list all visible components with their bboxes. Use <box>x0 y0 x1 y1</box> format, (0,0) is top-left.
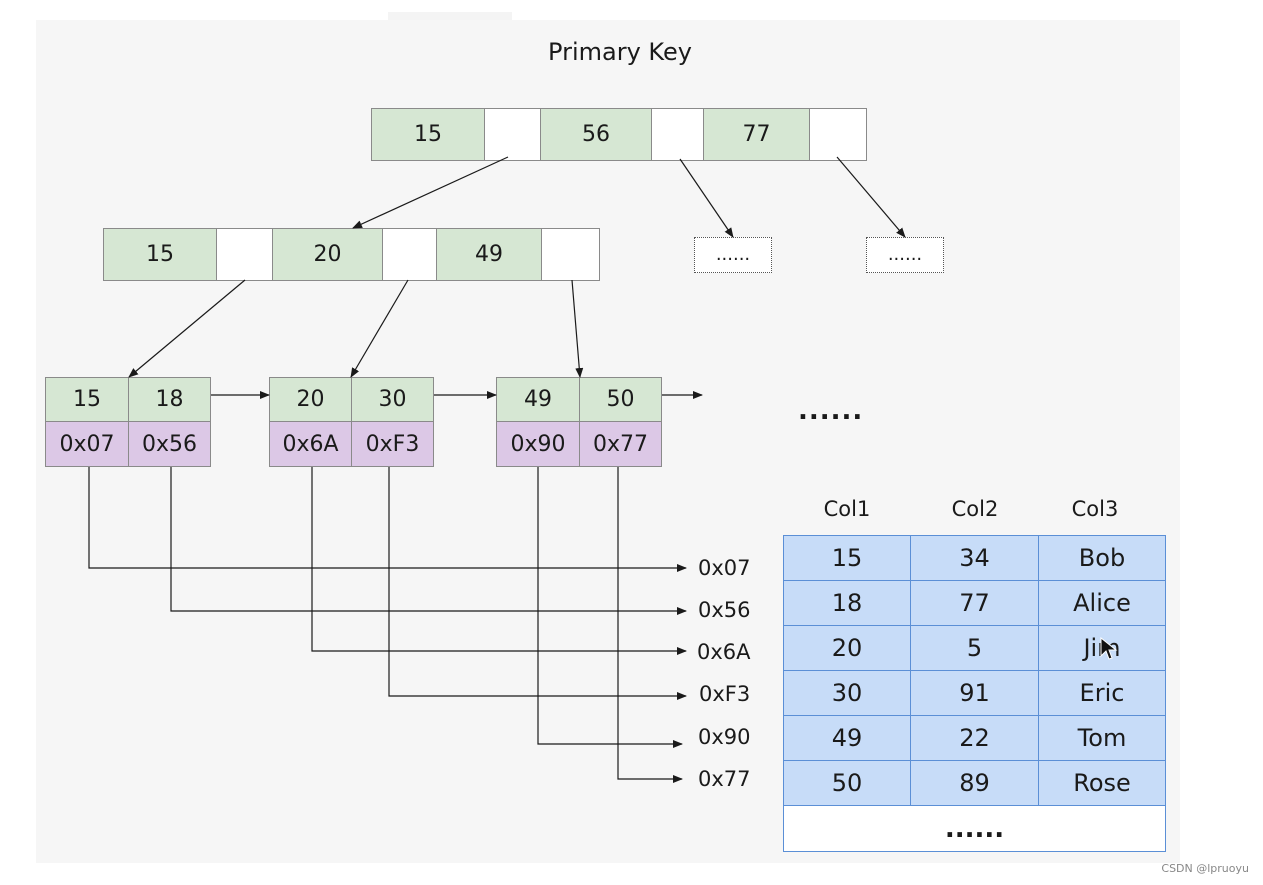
edge-internal-to-leaf-3 <box>571 279 584 378</box>
more-leaves-ellipsis: ...... <box>798 396 864 426</box>
top-strip <box>388 12 512 20</box>
address-label-0x90: 0x90 <box>698 725 751 749</box>
leaf-3-address-2: 0x77 <box>579 421 662 467</box>
edge-root-to-collapsed-1 <box>679 158 734 238</box>
address-label-0x56: 0x56 <box>698 598 751 622</box>
table-cell: 89 <box>910 760 1039 806</box>
collapsed-node-1: ...... <box>694 237 772 273</box>
column-header-col3: Col3 <box>1071 497 1119 521</box>
route-0x6A <box>311 467 687 655</box>
leaf-2-address-2: 0xF3 <box>351 421 434 467</box>
table-cell: 18 <box>783 580 911 626</box>
root-pointer-3 <box>809 108 867 161</box>
table-cell: 77 <box>910 580 1039 626</box>
table-cell: 34 <box>910 535 1039 581</box>
internal-pointer-3 <box>541 228 600 281</box>
route-0x07 <box>88 467 687 572</box>
table-cell: Alice <box>1038 580 1166 626</box>
internal-key-2: 20 <box>272 228 383 281</box>
table-footer-ellipsis: ...... <box>783 805 1166 852</box>
table-cell: Tom <box>1038 715 1166 761</box>
table-cell: Eric <box>1038 670 1166 716</box>
leaf-1-address-1: 0x07 <box>45 421 129 467</box>
address-label-0x6A: 0x6A <box>697 640 751 664</box>
root-pointer-1 <box>484 108 541 161</box>
table-cell: 5 <box>910 625 1039 671</box>
root-key-3: 77 <box>703 108 810 161</box>
address-label-0x77: 0x77 <box>698 767 751 791</box>
leaf-2-key-2: 30 <box>351 377 434 422</box>
diagram-title: Primary Key <box>548 38 692 66</box>
root-key-1: 15 <box>371 108 485 161</box>
leaf-2-address-1: 0x6A <box>269 421 352 467</box>
table-cell: 20 <box>783 625 911 671</box>
leaf-1-address-2: 0x56 <box>128 421 211 467</box>
watermark: CSDN @lpruoyu <box>1161 862 1249 875</box>
table-cell: 15 <box>783 535 911 581</box>
column-header-col1: Col1 <box>823 497 871 521</box>
table-cell: 22 <box>910 715 1039 761</box>
leaf-3-key-1: 49 <box>496 377 580 422</box>
route-0x56 <box>170 467 687 615</box>
leaf-1-key-2: 18 <box>128 377 211 422</box>
mouse-cursor-icon <box>1100 637 1118 660</box>
edge-internal-to-leaf-1 <box>128 279 246 378</box>
address-label-0xF3: 0xF3 <box>699 682 751 706</box>
table-cell: Bob <box>1038 535 1166 581</box>
edge-root-to-internal <box>352 156 509 229</box>
route-0x90 <box>537 467 683 748</box>
edge-root-to-collapsed-2 <box>836 156 906 238</box>
column-header-col2: Col2 <box>951 497 999 521</box>
table-cell: 30 <box>783 670 911 716</box>
root-key-2: 56 <box>540 108 652 161</box>
table-cell: Rose <box>1038 760 1166 806</box>
table-cell: 49 <box>783 715 911 761</box>
route-0x77 <box>617 467 683 783</box>
leaf-3-address-1: 0x90 <box>496 421 580 467</box>
address-label-0x07: 0x07 <box>698 556 751 580</box>
edge-internal-to-leaf-2 <box>350 279 409 378</box>
route-0xF3 <box>388 467 687 700</box>
collapsed-node-2: ...... <box>866 237 944 273</box>
leaf-2-key-1: 20 <box>269 377 352 422</box>
table-cell: 91 <box>910 670 1039 716</box>
table-cell: 50 <box>783 760 911 806</box>
